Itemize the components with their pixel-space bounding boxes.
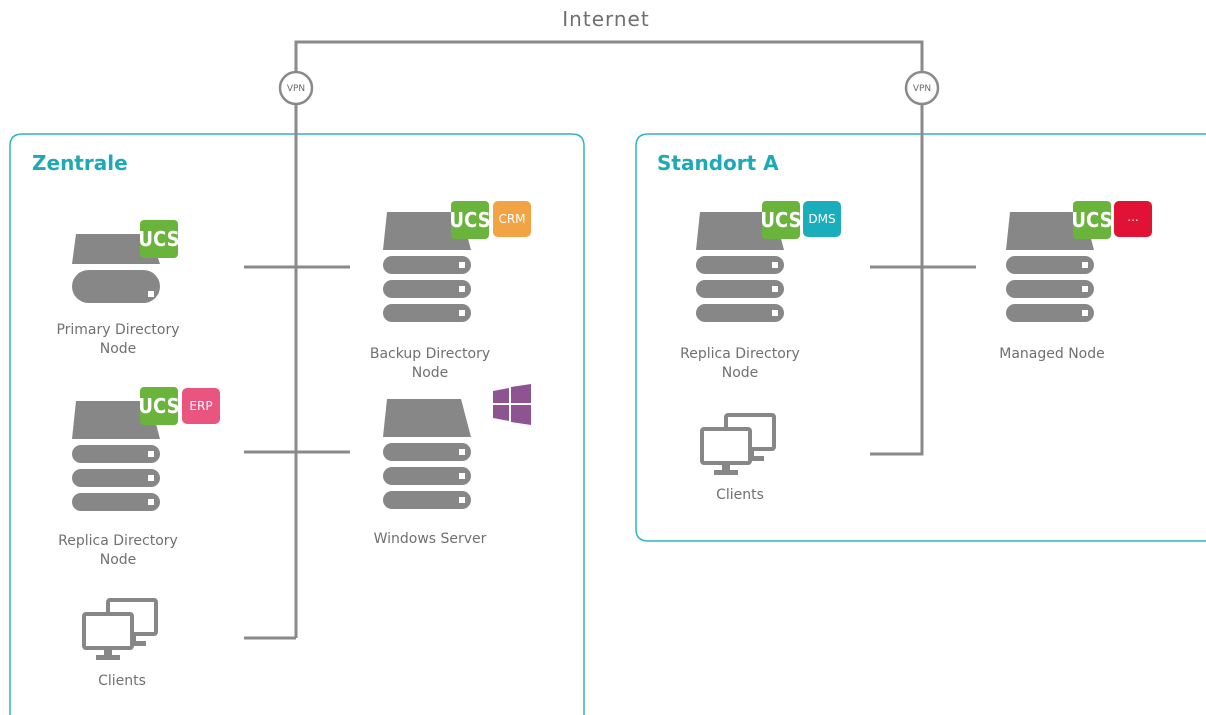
zone-standort-a: Standort A xyxy=(635,133,1206,542)
svg-text:VPN: VPN xyxy=(913,84,931,94)
replica-zentrale-label-line1: Replica Directory xyxy=(58,533,178,549)
clients-standort-a: Clients xyxy=(698,413,776,503)
erp-badge: ERP xyxy=(182,388,220,424)
clients-icon xyxy=(80,598,158,662)
node-backup-directory: UCS CRM Backup Directory Node xyxy=(370,201,531,381)
clients-standort-label: Clients xyxy=(716,487,764,503)
svg-text:UCS: UCS xyxy=(138,394,179,418)
backup-label-line2: Node xyxy=(412,365,449,381)
svg-text:UCS: UCS xyxy=(1071,208,1112,232)
svg-text:VPN: VPN xyxy=(287,84,305,94)
primary-label-line1: Primary Directory xyxy=(56,322,179,338)
clients-icon xyxy=(698,413,776,477)
replica-zentrale-label-line2: Node xyxy=(100,552,137,568)
connection-lines xyxy=(244,40,976,640)
svg-text:CRM: CRM xyxy=(498,212,525,226)
node-replica-directory-zentrale: UCS ERP Replica Directory Node xyxy=(58,387,220,568)
managed-node-label: Managed Node xyxy=(999,346,1105,362)
windows-server-label: Windows Server xyxy=(374,531,487,547)
svg-text:UCS: UCS xyxy=(760,208,801,232)
replica-standort-label-line2: Node xyxy=(722,365,759,381)
svg-text:UCS: UCS xyxy=(449,208,490,232)
ucs-badge: UCS xyxy=(760,201,802,239)
managed-extra-badge: ... xyxy=(1114,201,1152,237)
svg-text:UCS: UCS xyxy=(138,227,179,251)
svg-text:...: ... xyxy=(1127,210,1138,224)
zone-title-zentrale: Zentrale xyxy=(32,151,128,175)
zone-title-standort-a: Standort A xyxy=(657,151,779,175)
clients-zentrale-label: Clients xyxy=(98,673,146,689)
ucs-badge: UCS xyxy=(449,201,491,239)
node-windows-server: Windows Server xyxy=(374,384,531,547)
backup-label-line1: Backup Directory xyxy=(370,346,490,362)
node-managed: UCS ... Managed Node xyxy=(999,201,1152,362)
windows-icon xyxy=(493,384,531,425)
internet-label: Internet xyxy=(562,7,649,31)
ucs-badge: UCS xyxy=(138,220,180,258)
svg-text:DMS: DMS xyxy=(808,212,835,226)
internet-backbone xyxy=(294,40,924,638)
node-primary-directory: UCS Primary Directory Node xyxy=(56,220,180,357)
node-replica-directory-standort: UCS DMS Replica Directory Node xyxy=(680,201,841,381)
vpn-marker-left: VPN xyxy=(278,70,314,106)
server-icon xyxy=(383,399,471,509)
ucs-badge: UCS xyxy=(138,387,180,425)
zone-zentrale: Zentrale xyxy=(9,133,585,715)
replica-standort-label-line1: Replica Directory xyxy=(680,346,800,362)
crm-badge: CRM xyxy=(493,201,531,237)
vpn-marker-right: VPN xyxy=(904,70,940,106)
svg-text:ERP: ERP xyxy=(189,399,212,413)
ucs-badge: UCS xyxy=(1071,201,1113,239)
primary-label-line2: Node xyxy=(100,341,137,357)
clients-zentrale: Clients xyxy=(80,598,158,689)
dms-badge: DMS xyxy=(803,201,841,237)
